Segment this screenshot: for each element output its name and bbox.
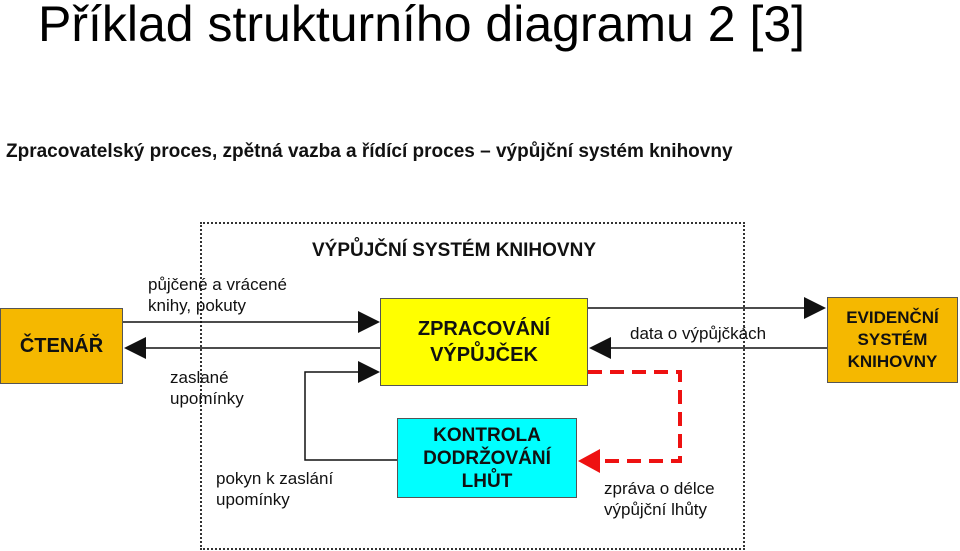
slide-title: Příklad strukturního diagramu 2 [3] [38, 0, 806, 52]
system-boundary-frame [200, 222, 745, 550]
arrow-feedback-processing-to-control [588, 370, 682, 463]
arrow-evidence-to-processing-head [589, 337, 611, 359]
arrow-control-to-processing [304, 371, 397, 461]
node-evidence: EVIDENČNÍ SYSTÉM KNIHOVNY [827, 297, 958, 383]
arrow-feedback-processing-to-control-head [578, 449, 600, 473]
edge-label-loan-data: data o výpůjčkách [630, 324, 767, 343]
arrow-processing-to-evidence-head [804, 297, 826, 319]
edge-label-reminder-instruction: pokyn k zaslání upomínky [216, 469, 334, 509]
edge-label-borrowed-returned: půjčené a vrácené knihy, pokuty [148, 275, 287, 315]
node-reader: ČTENÁŘ [0, 308, 123, 384]
diagram-subtitle: Zpracovatelský proces, zpětná vazba a ří… [6, 141, 733, 162]
arrow-control-to-processing-head [358, 361, 380, 383]
edge-label-sent-reminders: zaslané upomínky [170, 368, 244, 408]
node-processing: ZPRACOVÁNÍ VÝPŮJČEK [380, 298, 588, 386]
node-control: KONTROLA DODRŽOVÁNÍ LHŮT [397, 418, 577, 498]
arrow-reader-to-processing-head [358, 311, 380, 333]
system-boundary-title: VÝPŮJČNÍ SYSTÉM KNIHOVNY [312, 240, 596, 261]
arrow-processing-to-reader-head [124, 337, 146, 359]
edge-label-loan-duration-message: zpráva o délce výpůjční lhůty [604, 479, 715, 519]
